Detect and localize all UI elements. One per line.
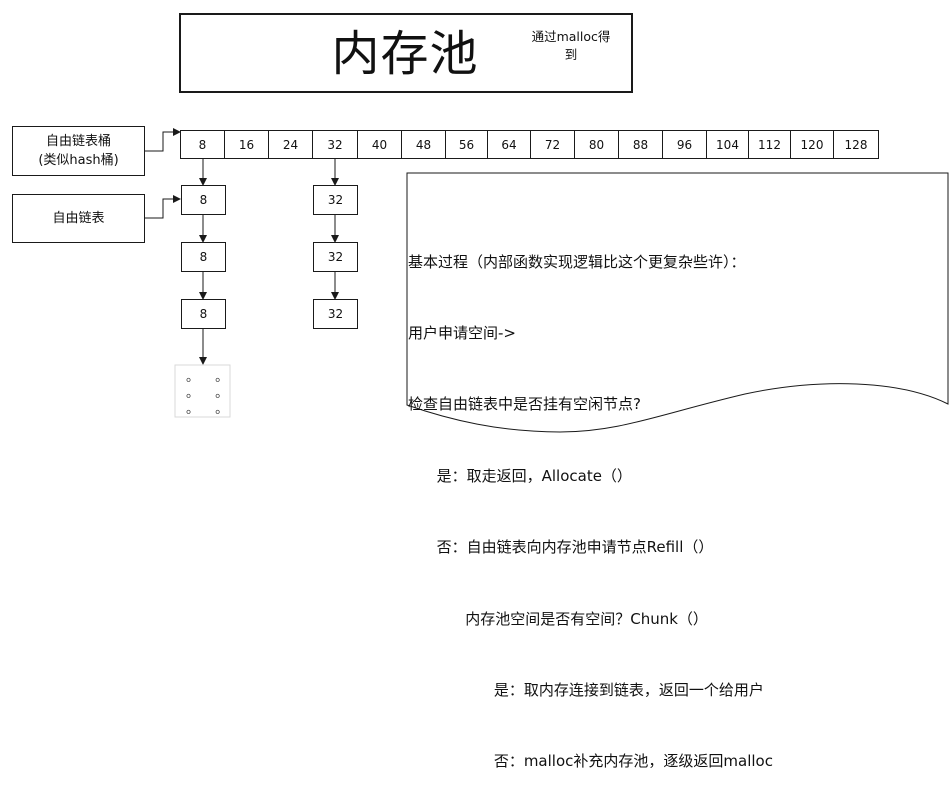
process-line: 基本过程（内部函数实现逻辑比这个更复杂些许）： bbox=[408, 252, 746, 271]
bucket-cell: 128 bbox=[833, 130, 879, 159]
freelist-bucket-label: 自由链表桶 (类似hash桶) bbox=[12, 126, 145, 176]
bucket-cell: 24 bbox=[268, 130, 313, 159]
bucket-cell: 40 bbox=[357, 130, 402, 159]
process-document-shape bbox=[406, 172, 949, 433]
process-line: 用户申请空间-> bbox=[408, 323, 516, 342]
bucket-cell: 80 bbox=[574, 130, 619, 159]
ellipsis-row: 。 。 bbox=[186, 370, 235, 385]
malloc-note: 通过malloc得 到 bbox=[527, 28, 615, 64]
bucket-cell: 88 bbox=[618, 130, 663, 159]
bucket-cell: 32 bbox=[312, 130, 358, 159]
chain-32-node: 32 bbox=[313, 299, 358, 329]
process-line: 否：malloc补充内存池，逐级返回malloc bbox=[408, 752, 773, 771]
freelist-bucket-label-line-2: (类似hash桶) bbox=[38, 153, 119, 168]
bucket-cell: 8 bbox=[180, 130, 225, 159]
chain-32-node: 32 bbox=[313, 242, 358, 272]
freelist-label: 自由链表 bbox=[12, 194, 145, 243]
process-line: 否：自由链表向内存池申请节点Refill（） bbox=[408, 538, 714, 557]
title-box bbox=[179, 13, 633, 93]
ellipsis-row: 。 。 bbox=[186, 402, 235, 417]
bucket-cell: 112 bbox=[748, 130, 791, 159]
malloc-note-line-1: 通过malloc得 bbox=[531, 29, 611, 44]
bucket-cell: 16 bbox=[224, 130, 269, 159]
process-line: 是：取内存连接到链表，返回一个给用户 bbox=[408, 680, 764, 699]
process-line: 检查自由链表中是否挂有空闲节点? bbox=[408, 395, 641, 414]
chain-32-node: 32 bbox=[313, 185, 358, 215]
chain-8-node: 8 bbox=[181, 299, 226, 329]
process-line: 内存池空间是否有空间？Chunk（） bbox=[408, 609, 708, 628]
ellipsis-dots: 。 。 。 。 。 。 bbox=[186, 370, 234, 418]
malloc-note-line-2: 到 bbox=[564, 47, 578, 62]
process-description: 基本过程（内部函数实现逻辑比这个更复杂些许）： 用户申请空间-> 检查自由链表中… bbox=[408, 203, 938, 798]
chain-8-node: 8 bbox=[181, 242, 226, 272]
bucket-cell: 104 bbox=[706, 130, 749, 159]
freelist-bucket-label-line-1: 自由链表桶 bbox=[45, 134, 111, 149]
bucket-cell: 56 bbox=[445, 130, 488, 159]
bucket-cell: 48 bbox=[401, 130, 446, 159]
ellipsis-row: 。 。 bbox=[186, 386, 235, 401]
bucket-label-arrow bbox=[145, 128, 181, 152]
bucket-cell: 120 bbox=[790, 130, 834, 159]
bucket-cell: 96 bbox=[662, 130, 707, 159]
page-title: 内存池 bbox=[331, 26, 479, 82]
freelist-label-arrow bbox=[145, 195, 181, 219]
bucket-cell: 64 bbox=[487, 130, 531, 159]
chain-8-node: 8 bbox=[181, 185, 226, 215]
process-line: 是：取走返回，Allocate（） bbox=[408, 466, 632, 485]
ellipsis-box bbox=[174, 364, 231, 418]
bucket-cell: 72 bbox=[530, 130, 575, 159]
